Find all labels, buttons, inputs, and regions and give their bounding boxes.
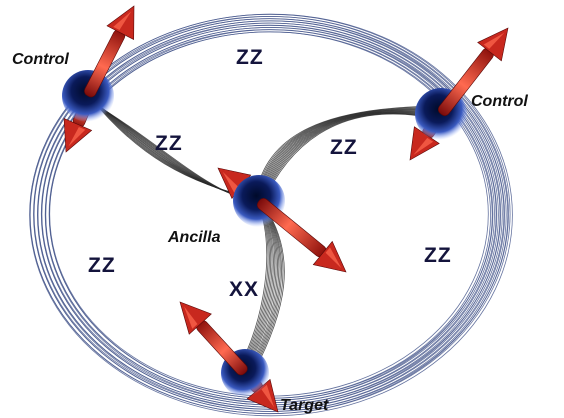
control-right-arrow [437,27,509,116]
coupling-label-outer-left: ZZ [88,254,116,277]
control-left-arrow [84,5,135,98]
control-left-label: Control [12,51,69,68]
bundle-target-strand [249,203,285,381]
ancilla-arrow [256,198,347,273]
inner-coupling-bundles [82,87,446,381]
ancilla-label: Ancilla [167,229,221,246]
coupling-label-ancilla-target: XX [229,278,259,301]
target-label: Target [280,397,329,414]
coupling-label-inner-left: ZZ [155,132,183,155]
control-right-label: Control [471,93,528,110]
target-arrow [179,301,248,376]
coupling-label-top: ZZ [236,46,264,69]
coupling-label-inner-right: ZZ [330,136,358,159]
coupling-label-outer-right: ZZ [424,244,452,267]
outer-ring-strand [29,13,513,417]
